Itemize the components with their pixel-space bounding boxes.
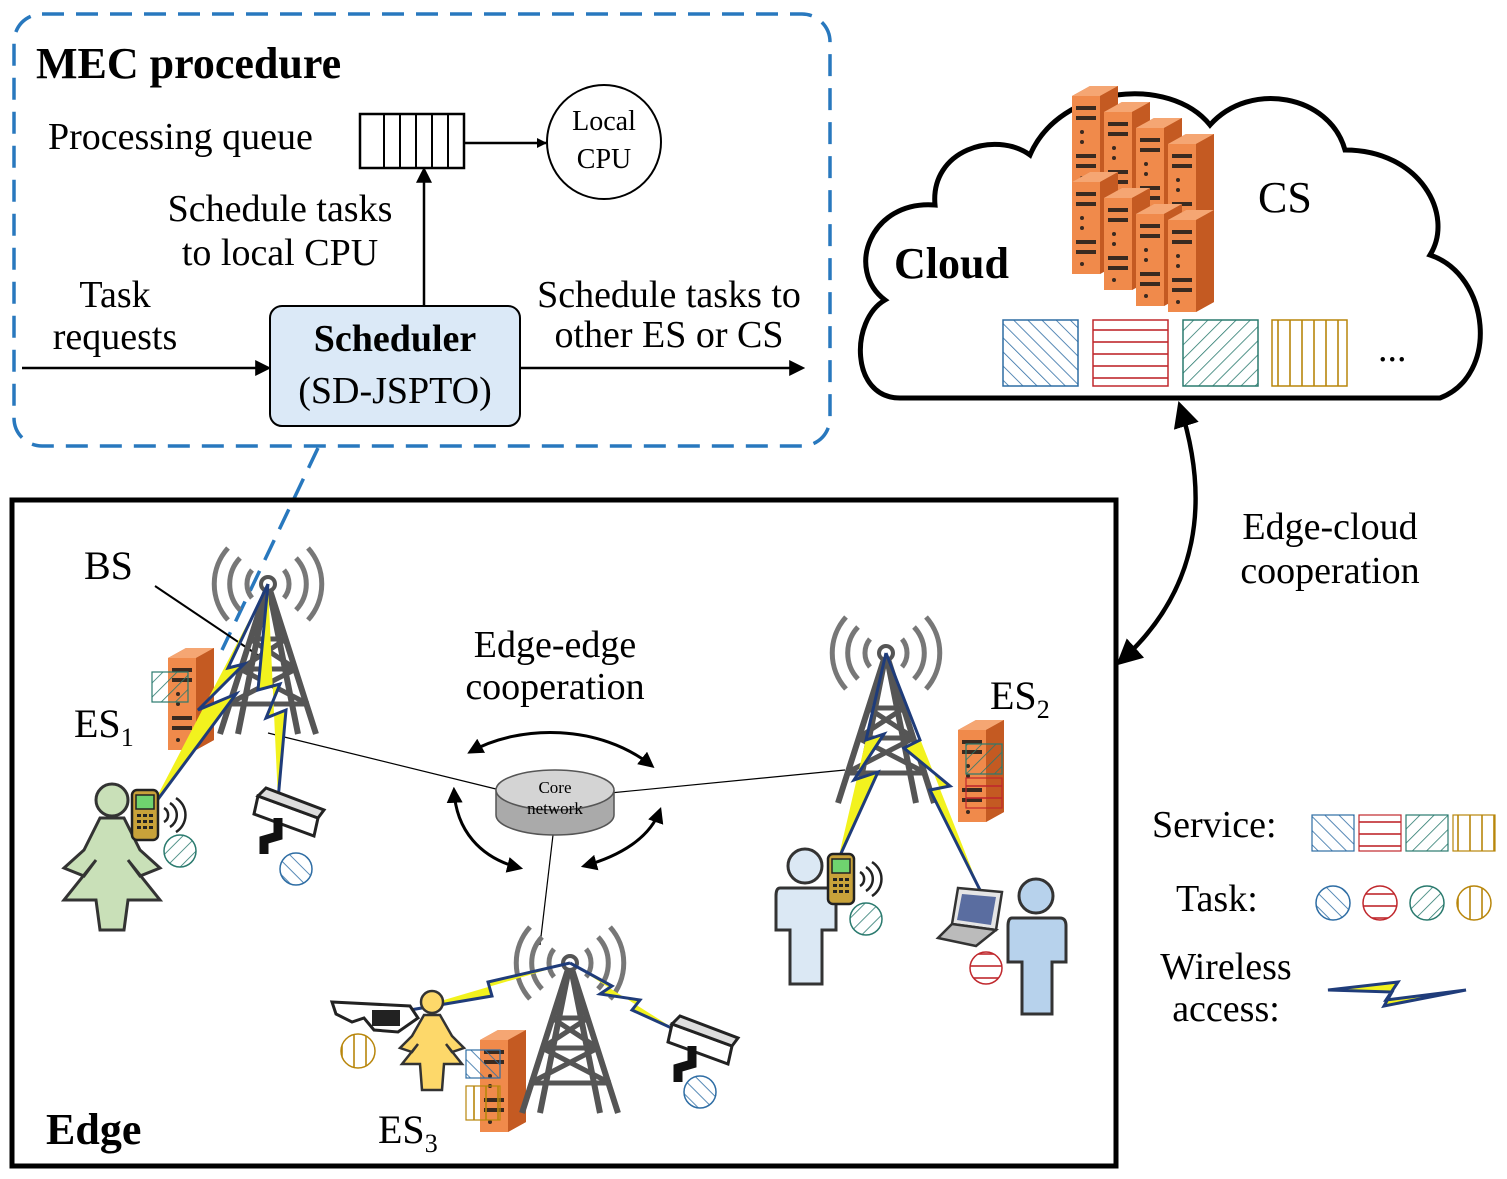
- mec-to-bs-dashed-link: [220, 447, 320, 651]
- user-blue-right: [1006, 877, 1068, 1016]
- es2-wireless-laptop: [884, 652, 982, 891]
- processing-queue-label: Processing queue: [48, 116, 313, 158]
- legend-wireless-lightning: [1327, 980, 1467, 1009]
- es2-service-red: [965, 777, 1003, 809]
- task-teal-green-user: [163, 834, 197, 868]
- cloud-more-ellipsis: ...: [1378, 328, 1407, 370]
- local-cpu-label-1: Local: [572, 106, 636, 137]
- task-requests-label-1: Task: [79, 274, 151, 316]
- cloud-service-gold: [1271, 319, 1348, 387]
- phone-blue-user: [826, 852, 883, 906]
- edge-edge-label-2: cooperation: [465, 666, 645, 708]
- schedule-local-label-2: to local CPU: [181, 232, 379, 274]
- coop-arrow-left: [446, 786, 524, 873]
- scheduler-title: Scheduler: [313, 318, 477, 360]
- task-blue-camera-es1: [279, 852, 313, 886]
- user-yellow: [397, 989, 467, 1092]
- link-core-es3: [539, 834, 554, 946]
- es3-wireless-camera: [569, 961, 677, 1032]
- legend-task-gold: [1456, 885, 1492, 921]
- vr-glasses: [329, 1000, 421, 1034]
- legend-service-label: Service:: [1152, 804, 1277, 846]
- legend-wireless-label-1: Wireless: [1160, 946, 1292, 988]
- mec-procedure-title: MEC procedure: [36, 39, 342, 88]
- es3-tower: [516, 927, 624, 1113]
- es3-wireless-glasses: [409, 961, 571, 1012]
- schedule-other-label-1: Schedule tasks to: [537, 274, 801, 316]
- phone-green-user: [130, 788, 187, 842]
- edge-box: [9, 497, 1119, 1169]
- cloud-label: Cloud: [894, 239, 1009, 288]
- es1-label: ES1: [74, 701, 134, 752]
- camera-es1: [254, 788, 324, 854]
- es3-service-gold: [465, 1085, 501, 1121]
- legend-task-label: Task:: [1176, 878, 1258, 920]
- legend-service-gold: [1452, 814, 1496, 852]
- es2-service-teal: [965, 743, 1003, 775]
- task-requests-label-2: requests: [52, 316, 178, 358]
- es3-service-blue: [465, 1049, 501, 1079]
- schedule-other-label-2: other ES or CS: [554, 314, 784, 356]
- schedule-local-label-1: Schedule tasks: [167, 188, 393, 230]
- task-teal-blue-user: [849, 902, 883, 936]
- legend-task-blue: [1315, 885, 1351, 921]
- es2-wireless-phone: [836, 652, 888, 861]
- cs-label: CS: [1258, 173, 1312, 222]
- cloud-service-red: [1092, 319, 1169, 387]
- task-blue-camera-es3: [683, 1075, 717, 1109]
- edge-cloud-label-2: cooperation: [1240, 550, 1420, 592]
- camera-es3: [668, 1016, 738, 1082]
- bs-label: BS: [84, 543, 133, 588]
- cloud-service-teal: [1182, 319, 1259, 387]
- laptop: [935, 886, 1004, 948]
- coop-arrow-top: [467, 731, 655, 769]
- edge-cloud-label-1: Edge-cloud: [1242, 506, 1418, 548]
- legend-service-blue: [1311, 814, 1355, 852]
- es1-wireless-camera: [256, 583, 288, 801]
- link-es1-core: [267, 732, 501, 791]
- local-cpu-circle: [546, 84, 662, 200]
- cloud-service-blue: [1002, 319, 1079, 387]
- core-network-label-2: network: [527, 799, 583, 818]
- scheduler-subtitle: (SD-JSPTO): [298, 370, 492, 412]
- link-core-es2: [609, 769, 846, 794]
- es3-label: ES3: [378, 1107, 438, 1158]
- coop-arrow-right: [580, 806, 664, 871]
- mec-procedure-box: [12, 12, 832, 448]
- task-red-laptop: [969, 951, 1003, 985]
- local-cpu-label-2: CPU: [576, 144, 632, 175]
- legend-wireless-label-2: access:: [1172, 988, 1280, 1030]
- edge-edge-label-1: Edge-edge: [473, 624, 637, 666]
- legend-task-teal: [1409, 885, 1445, 921]
- es2-label: ES2: [990, 673, 1050, 724]
- task-gold-glasses: [340, 1033, 376, 1069]
- es1-wireless-phone: [148, 583, 270, 811]
- legend-task-red: [1362, 885, 1398, 921]
- es1-service-teal: [151, 671, 189, 703]
- legend-service-teal: [1405, 814, 1449, 852]
- edge-cloud-arrow: [1116, 401, 1199, 666]
- legend-service-red: [1358, 814, 1402, 852]
- processing-queue: [358, 112, 466, 170]
- edge-label: Edge: [46, 1105, 142, 1154]
- core-network-label-1: Core: [538, 778, 572, 797]
- user-green: [60, 782, 164, 932]
- es2-tower: [832, 617, 940, 803]
